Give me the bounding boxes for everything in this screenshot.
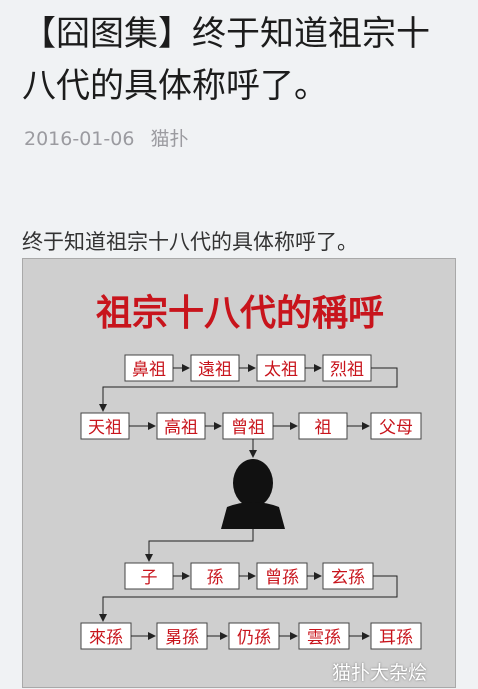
publish-date: 2016-01-06 [24,128,135,150]
chart-box: 烈祖 [330,360,364,380]
chart-box: 雲孫 [307,628,341,648]
chart-box: 祖 [315,418,332,438]
chart-box: 曾孫 [265,568,299,588]
chart-box: 太祖 [264,360,298,380]
ancestor-chart: 祖宗十八代的稱呼 鼻祖 遠祖 太祖 烈祖 天祖 高祖 曾祖 [80,292,422,650]
chart-box: 晜孫 [165,628,199,648]
row-1: 鼻祖 遠祖 太祖 烈祖 [124,354,372,382]
chart-box: 來孫 [89,628,123,648]
author-link[interactable]: 猫扑 [150,128,189,150]
row-3: 子 孫 曾孫 玄孫 [124,562,374,590]
chart-box: 父母 [379,418,413,438]
article-title: 【囧图集】终于知道祖宗十八代的具体称呼了。 [22,14,430,106]
chart-box: 曾祖 [231,418,265,438]
chart-box: 孫 [207,568,224,588]
person-silhouette-icon [221,459,285,529]
chart-box: 子 [141,568,158,588]
chart-heading: 祖宗十八代的稱呼 [96,292,384,334]
image-watermark: 猫扑大杂烩 [331,662,427,684]
chart-box: 高祖 [164,418,198,438]
row-2: 天祖 高祖 曾祖 祖 父母 [80,412,422,440]
chart-box: 遠祖 [198,360,232,380]
chart-box: 天祖 [88,418,122,438]
article-meta: 2016-01-06 猫扑 [24,124,188,151]
chart-box: 玄孫 [331,568,365,588]
article-lead: 终于知道祖宗十八代的具体称呼了。 [22,230,358,254]
article-image: 祖宗十八代的稱呼 鼻祖 遠祖 太祖 烈祖 天祖 高祖 曾祖 [22,258,456,688]
row-4: 來孫 晜孫 仍孫 雲孫 耳孫 [80,622,422,650]
chart-box: 耳孫 [379,628,413,648]
chart-box: 鼻祖 [132,360,166,380]
chart-box: 仍孫 [237,628,271,648]
